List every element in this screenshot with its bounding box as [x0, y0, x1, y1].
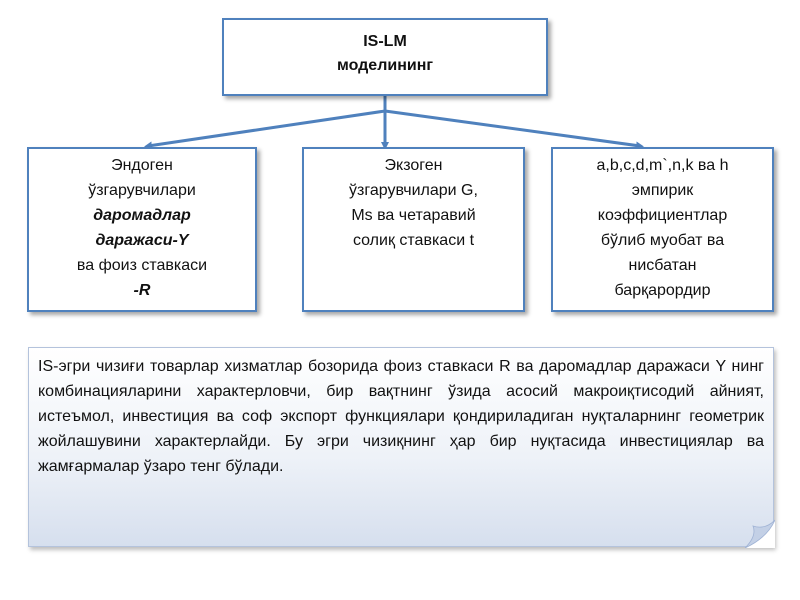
model-title-line1: IS-LM [363, 33, 407, 50]
page-curl-decoration [745, 518, 775, 548]
is-curve-description: IS-эгри чизиғи товарлар хизматлар бозори… [28, 347, 774, 547]
endogenous-line1: Эндоген [111, 157, 173, 174]
endogenous-line2: ўзгарувчилари [88, 182, 196, 199]
coefficients-line1: a,b,c,d,m`,n,k ва h [596, 157, 729, 174]
coefficients-box: a,b,c,d,m`,n,k ва h эмпирик коэффициентл… [551, 147, 774, 312]
model-title-line2: моделининг [336, 57, 434, 74]
endogenous-line3: даромадлар [93, 207, 191, 224]
exogenous-line2: ўзгарувчилари G, [349, 182, 478, 199]
exogenous-variables-box: Экзоген ўзгарувчилари G, Ms ва четаравий… [302, 147, 525, 312]
model-title-box: IS-LM моделининг [222, 18, 548, 96]
coefficients-line4: бўлиб муобат ва [600, 232, 725, 249]
endogenous-line4: даражаси-Y [95, 232, 189, 249]
endogenous-variables-box: Эндоген ўзгарувчилари даромадлар даражас… [27, 147, 257, 312]
exogenous-line4: солиқ ставкаси t [352, 232, 475, 249]
exogenous-line3: Ms ва четаравий [351, 207, 476, 224]
coefficients-line5: нисбатан [628, 257, 697, 274]
arrow-right [384, 109, 644, 150]
exogenous-line1: Экзоген [384, 157, 443, 174]
arrow-left [144, 109, 386, 150]
coefficients-line3: коэффициентлар [597, 207, 728, 224]
endogenous-line5: ва фоиз ставкаси [76, 257, 208, 274]
coefficients-line2: эмпирик [631, 182, 694, 199]
coefficients-line6: барқарордир [614, 282, 711, 299]
is-curve-description-text: IS-эгри чизиғи товарлар хизматлар бозори… [38, 358, 764, 475]
endogenous-line6: -R [133, 282, 151, 299]
